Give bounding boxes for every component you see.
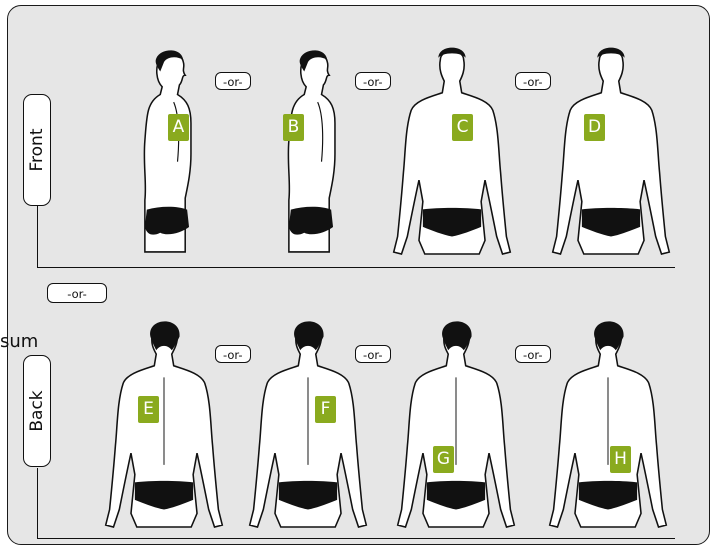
figure-back-e xyxy=(96,314,232,538)
marker-g: G xyxy=(433,446,454,473)
front-axis-vertical xyxy=(37,196,38,268)
marker-d: D xyxy=(584,114,605,141)
figure-front-d xyxy=(543,40,679,266)
figure-side-a xyxy=(118,42,214,266)
figure-back-h xyxy=(540,314,676,538)
back-axis-vertical xyxy=(37,468,38,539)
marker-c: C xyxy=(452,114,473,141)
marker-f: F xyxy=(315,396,336,423)
stray-text: sum xyxy=(0,331,38,352)
marker-b: B xyxy=(283,114,304,141)
marker-h: H xyxy=(610,446,631,473)
or-separator: -or- xyxy=(47,283,107,303)
marker-e: E xyxy=(138,396,159,423)
figure-side-b xyxy=(262,42,358,266)
back-label-text: Back xyxy=(27,390,47,431)
front-axis-horizontal xyxy=(37,267,675,268)
figure-back-f xyxy=(240,314,376,538)
front-label-text: Front xyxy=(27,129,47,172)
or-separator: -or- xyxy=(215,72,251,90)
figure-front-c xyxy=(384,40,520,266)
figure-back-g xyxy=(388,314,524,538)
marker-a: A xyxy=(168,114,189,141)
front-section-label: Front xyxy=(23,94,51,206)
back-section-label: Back xyxy=(23,355,51,467)
back-axis-horizontal xyxy=(37,538,675,539)
